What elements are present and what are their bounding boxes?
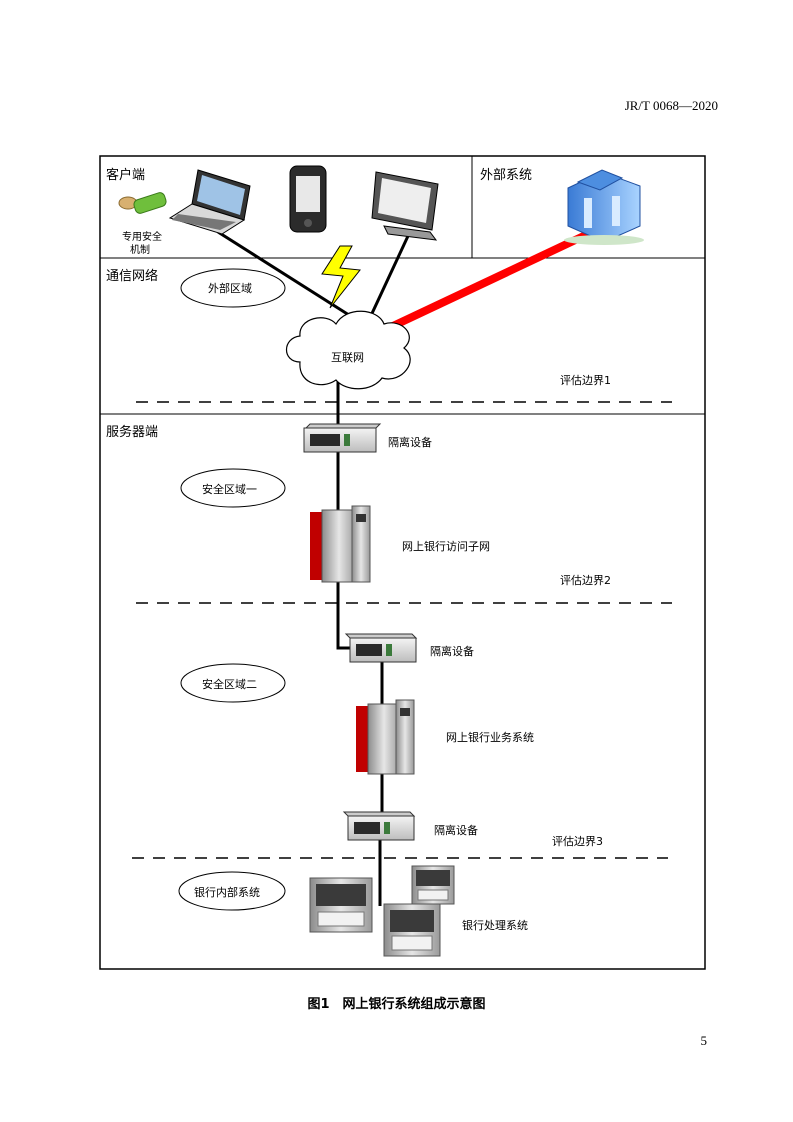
isolation-device-label-2: 隔离设备 xyxy=(430,645,474,658)
server-icon-business xyxy=(356,699,415,775)
boundary-label-1: 评估边界1 xyxy=(560,374,611,387)
access-subnet-label: 网上银行访问子网 xyxy=(402,540,490,553)
external-system-link xyxy=(391,230,590,330)
usb-key-icon xyxy=(118,192,167,214)
isolation-device-icon-2 xyxy=(344,633,418,663)
zone2-ellipse xyxy=(180,663,286,703)
isolation-device-label-3: 隔离设备 xyxy=(434,824,478,837)
wireless-lightning-icon xyxy=(321,245,361,309)
isolation-device-label-1: 隔离设备 xyxy=(388,436,432,449)
laptop-link xyxy=(217,230,361,324)
standard-code: JR/T 0068—2020 xyxy=(624,98,718,113)
external-system-label: 外部系统 xyxy=(480,168,533,183)
isolation-device-icon-3 xyxy=(342,811,416,841)
bank-internal-label: 银行内部系统 xyxy=(194,886,260,899)
processing-server-icon-3 xyxy=(383,903,441,957)
isolation-device-icon-1 xyxy=(303,423,382,453)
figure-caption: 图1 网上银行系统组成示意图 xyxy=(307,997,486,1012)
external-zone-label: 外部区域 xyxy=(208,282,252,295)
processing-system-label: 银行处理系统 xyxy=(462,919,528,932)
internet-label: 互联网 xyxy=(331,351,364,364)
comm-network-label: 通信网络 xyxy=(106,269,159,284)
laptop-icon xyxy=(168,169,251,235)
security-mechanism-label-2: 机制 xyxy=(130,245,150,256)
processing-server-icon-1 xyxy=(309,877,373,933)
security-zone-2-label: 安全区域二 xyxy=(202,678,257,691)
internet-cloud-icon xyxy=(285,310,411,390)
external-zone-ellipse xyxy=(180,268,286,308)
building-icon xyxy=(564,169,644,245)
boundary-label-3: 评估边界3 xyxy=(552,835,603,848)
security-zone-1-label: 安全区域一 xyxy=(202,483,257,496)
zone1-ellipse xyxy=(180,468,286,508)
internal-zone-ellipse xyxy=(178,871,286,911)
server-side-label: 服务器端 xyxy=(106,425,159,440)
boundary-label-2: 评估边界2 xyxy=(560,574,611,587)
backbone-3 xyxy=(336,580,352,650)
monitor-link xyxy=(366,235,410,323)
client-section-label: 客户端 xyxy=(106,168,146,183)
monitor-icon xyxy=(371,171,439,241)
pda-icon xyxy=(289,165,327,233)
processing-server-icon-2 xyxy=(411,865,455,905)
server-icon-access-subnet xyxy=(310,505,371,583)
business-system-label: 网上银行业务系统 xyxy=(446,731,534,744)
page-number: 5 xyxy=(700,1033,708,1048)
security-mechanism-label-1: 专用安全 xyxy=(122,232,162,243)
diagram-frame xyxy=(99,155,706,970)
